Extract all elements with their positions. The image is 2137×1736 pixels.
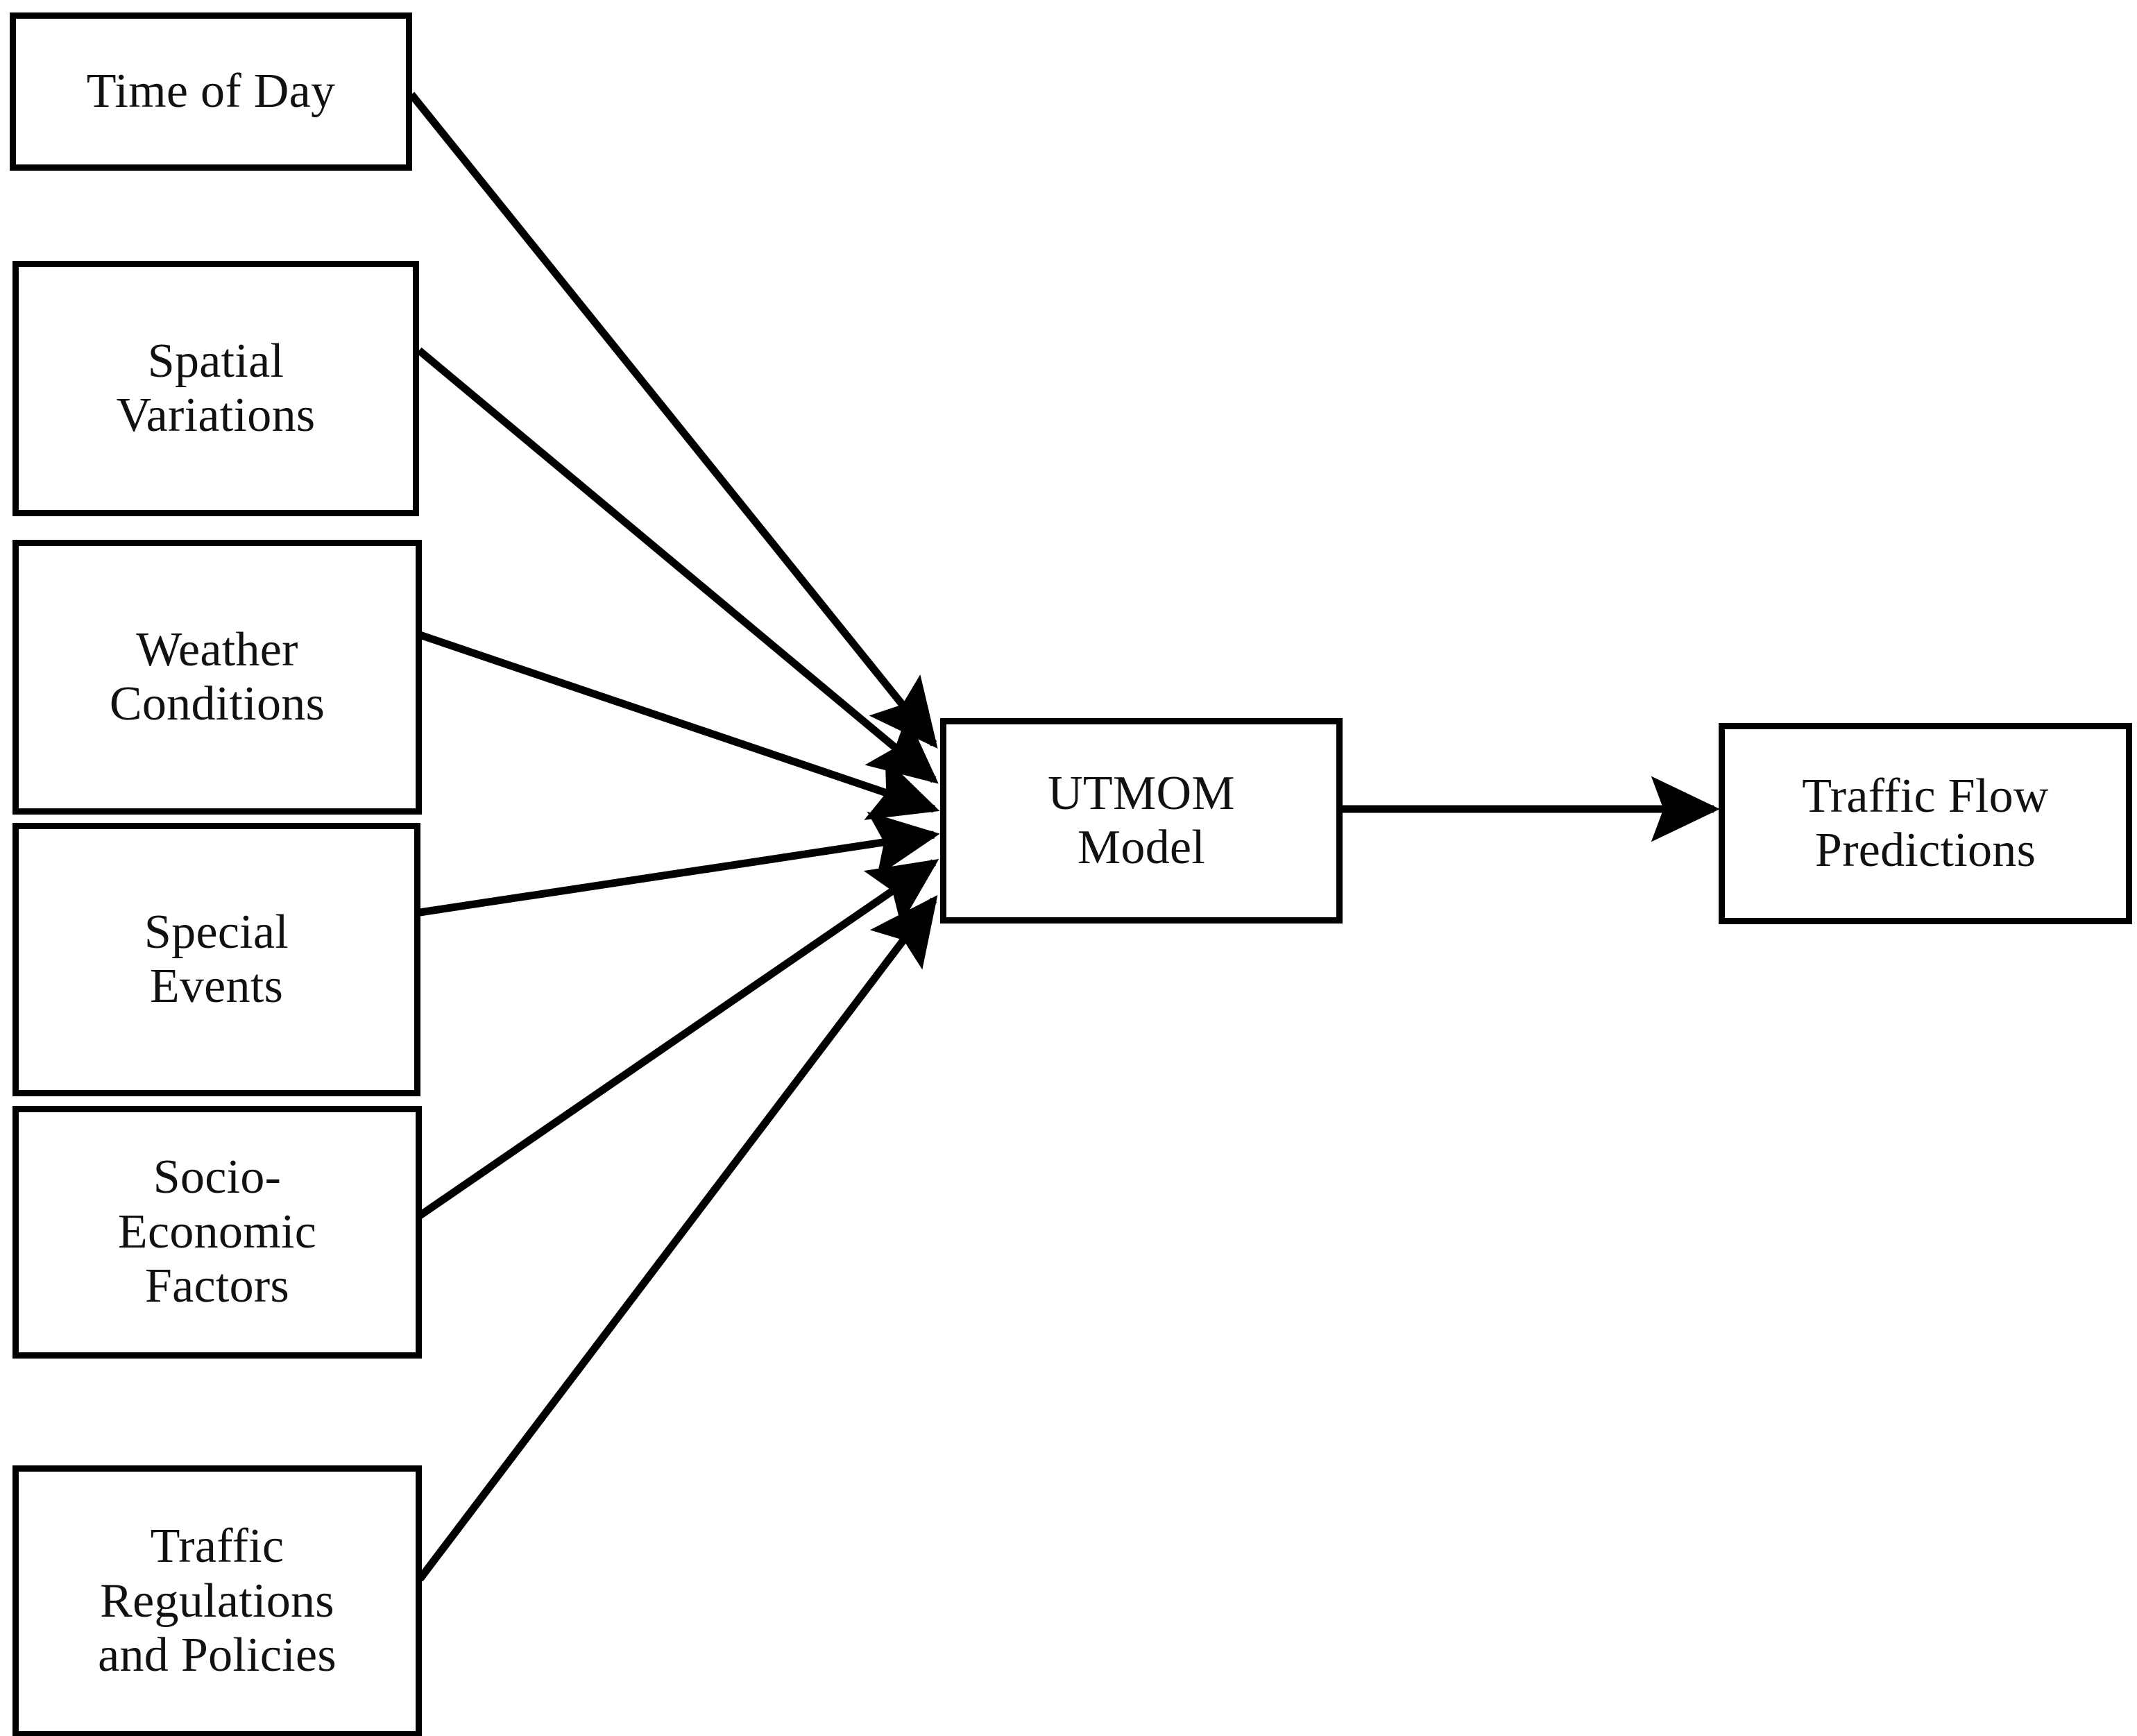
node-weather-conditions[interactable]: Weather Conditions <box>12 540 422 815</box>
node-traffic-regulations-and-policies-label: Traffic Regulations and Policies <box>98 1520 337 1683</box>
edge-spatial-variations-to-model <box>416 347 939 784</box>
node-time-of-day[interactable]: Time of Day <box>10 12 412 171</box>
edge-weather-conditions-to-model <box>418 631 940 820</box>
edge-traffic-regulations-to-model <box>416 894 938 1582</box>
node-weather-conditions-label: Weather Conditions <box>109 622 325 731</box>
node-spatial-variations[interactable]: Spatial Variations <box>12 261 419 516</box>
node-socio-economic-factors[interactable]: Socio- Economic Factors <box>12 1106 422 1359</box>
node-traffic-flow-predictions[interactable]: Traffic Flow Predictions <box>1719 723 2132 924</box>
edge-socio-economic-to-model <box>417 859 939 1219</box>
node-special-events-label: Special Events <box>144 905 289 1013</box>
node-utmom-model-label: UTMOM Model <box>1048 766 1235 874</box>
node-special-events[interactable]: Special Events <box>12 823 420 1096</box>
edge-time-of-day-to-model <box>408 92 938 749</box>
node-utmom-model[interactable]: UTMOM Model <box>940 718 1343 924</box>
node-traffic-regulations-and-policies[interactable]: Traffic Regulations and Policies <box>12 1465 422 1736</box>
edge-special-events-to-model <box>419 811 940 917</box>
node-spatial-variations-label: Spatial Variations <box>116 334 316 442</box>
node-time-of-day-label: Time of Day <box>86 64 336 118</box>
node-socio-economic-factors-label: Socio- Economic Factors <box>117 1150 317 1313</box>
node-traffic-flow-predictions-label: Traffic Flow Predictions <box>1802 769 2049 877</box>
